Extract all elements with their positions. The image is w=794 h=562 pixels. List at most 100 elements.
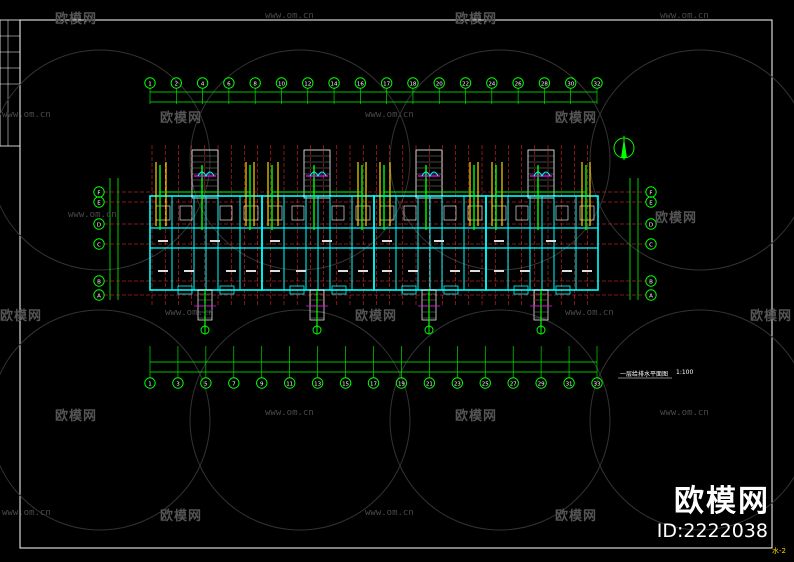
axis-bubble-circle — [507, 377, 519, 389]
axis-bubble-label: 23 — [454, 381, 461, 387]
fixture-room — [467, 205, 483, 221]
axis-bubble-circle — [311, 377, 324, 389]
watermark-url: www.om.cn — [365, 508, 414, 518]
room-label-mark — [382, 240, 392, 242]
axis-bubble-circle — [283, 377, 296, 389]
watermark-url: www.om.cn — [265, 408, 314, 418]
axis-bubble-label: B — [97, 279, 101, 285]
room-label-mark — [296, 270, 306, 272]
axis-bubble: 12 — [302, 77, 314, 89]
watermark-brand: 欧模网 — [655, 211, 698, 226]
axis-bubble-label: F — [97, 190, 100, 196]
axis-bubble-label: F — [649, 190, 652, 196]
axis-bubble: 28 — [538, 77, 551, 89]
axis-bubble: B — [645, 275, 657, 287]
axis-bubble-label: 9 — [260, 381, 264, 387]
watermark-brand: 欧模网 — [455, 409, 498, 424]
fixture-symbol — [197, 171, 215, 178]
fixture-room — [403, 205, 417, 221]
axis-bubble-label: 25 — [482, 381, 489, 387]
axis-bubble-circle — [144, 377, 156, 389]
axis-bubble: C — [93, 238, 105, 250]
fixture-room — [179, 205, 193, 221]
north-arrow-icon — [613, 136, 635, 160]
axis-bubble-label: D — [97, 222, 101, 228]
axis-bubble-label: 27 — [510, 381, 517, 387]
balcony — [289, 285, 305, 295]
room-label-mark — [158, 270, 168, 272]
axis-bubble-label: 30 — [567, 81, 574, 87]
watermark-url: www.om.cn — [2, 508, 51, 518]
dwelling-unit — [373, 149, 487, 321]
axis-bubble: 27 — [507, 377, 519, 389]
fixture-room — [267, 205, 283, 221]
axis-bubble-label: 31 — [566, 381, 573, 387]
axis-bubble: 29 — [535, 377, 547, 389]
axis-bubble-circle — [228, 377, 240, 389]
axis-bubble: D — [645, 218, 657, 230]
axis-bubble-label: C — [97, 242, 101, 248]
fixture-room — [291, 205, 305, 221]
watermark-url: www.om.cn — [660, 11, 709, 21]
axis-bubble-circle — [275, 77, 288, 89]
axis-bubble: 17 — [367, 377, 380, 389]
axis-bubble-label: 17 — [370, 381, 377, 387]
axis-bubble-circle — [367, 377, 380, 389]
axis-bubble-circle — [451, 377, 464, 389]
watermark-brand: 欧模网 — [555, 509, 598, 524]
watermark-brand: 欧模网 — [555, 111, 598, 126]
room-label-mark — [408, 270, 418, 272]
room-label-mark — [494, 270, 504, 272]
dwelling-unit — [485, 149, 599, 321]
axis-bubble-label: 20 — [436, 81, 443, 87]
plan-title: 一层给排水平面图 — [620, 371, 669, 378]
axis-bubble: 20 — [433, 77, 445, 89]
fixture-symbol — [533, 171, 551, 178]
fixture-room — [355, 205, 371, 221]
axis-bubble-circle — [591, 77, 603, 89]
watermark-url: www.om.cn — [68, 210, 117, 220]
axis-bubble: A — [93, 289, 105, 301]
room-label-mark — [520, 270, 530, 272]
axis-bubble-label: 13 — [314, 381, 321, 387]
axis-bubble: 8 — [249, 77, 261, 89]
fixture-room — [243, 205, 259, 221]
plumbing-pipes — [155, 162, 591, 335]
axis-bubble-label: 8 — [253, 81, 257, 87]
axis-bubble: 25 — [479, 377, 491, 389]
watermark-brand: 欧模网 — [0, 309, 43, 324]
watermark-url: www.om.cn — [365, 110, 414, 120]
axis-bubble-label: A — [97, 293, 101, 299]
axis-bubble-circle — [459, 77, 472, 89]
axis-bubble-label: 32 — [594, 81, 601, 87]
axis-bubble: 2 — [170, 77, 182, 89]
fixture-room — [515, 205, 529, 221]
title-strip — [0, 19, 21, 147]
axis-bubble: C — [645, 238, 657, 250]
axis-bubble-circle — [196, 77, 209, 89]
balcony — [513, 285, 529, 295]
axis-bubble: 3 — [172, 377, 184, 389]
watermark-brand: 欧模网 — [455, 12, 498, 27]
axis-bubble-label: 19 — [398, 381, 405, 387]
axis-bubble-circle — [479, 377, 491, 389]
axis-bubble-label: 33 — [594, 381, 601, 387]
room-label-mark — [322, 240, 332, 242]
axis-bubble: 9 — [256, 377, 268, 389]
axis-bubble-label: 4 — [201, 81, 205, 87]
fixture-room — [155, 205, 171, 221]
watermark-url: www.om.cn — [660, 408, 709, 418]
fixture-room — [331, 205, 345, 221]
axis-bubble: 6 — [223, 77, 235, 89]
axis-bubble: 13 — [311, 377, 324, 389]
axis-bubble-label: 10 — [278, 81, 285, 87]
axis-bubble-label: 18 — [409, 81, 416, 87]
axis-bubble: 19 — [395, 377, 408, 389]
watermark-brand: 欧模网 — [160, 509, 203, 524]
fixture-room — [491, 205, 507, 221]
axis-bubble: F — [645, 186, 657, 198]
axis-bubble: F — [93, 186, 105, 198]
